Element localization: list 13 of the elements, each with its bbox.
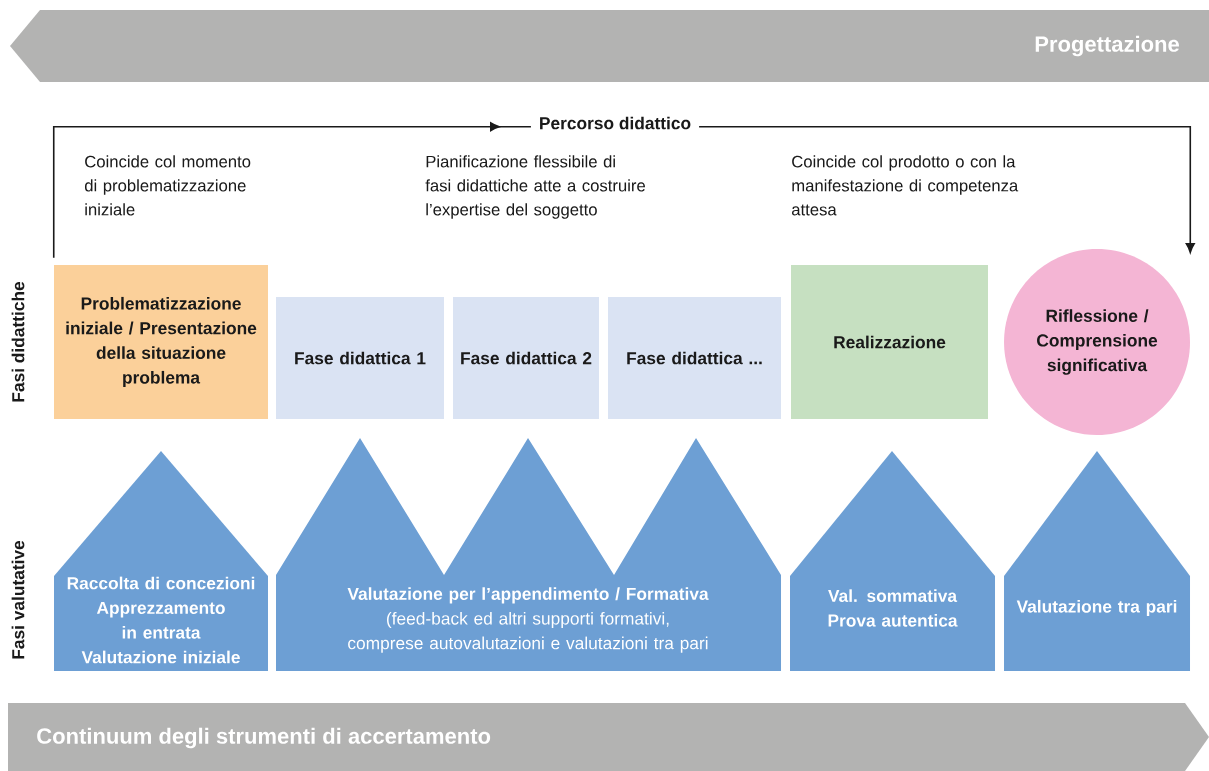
row-label: Fasi didattiche <box>11 281 25 402</box>
phase-box: Fase didattica 1 <box>276 297 444 419</box>
edge-label: Percorso didattico <box>530 112 700 134</box>
title-band: Progettazione <box>10 10 1209 82</box>
description-text: Coincide col momento di problematizzazione iniziale <box>84 155 251 216</box>
row-label: Fasi valutative <box>11 540 25 659</box>
description-text: Pianificazione flessibile di fasi didattiche atte a costruire l’expertise del soggetto <box>425 155 645 219</box>
phase-box: Fase didattica 2 <box>453 297 599 419</box>
bottom-band: Continuum degli strumenti di accertamento <box>8 703 1209 771</box>
phase-box: Realizzazione <box>791 265 988 419</box>
description-text: Coincide col prodotto o con la manifestazione di competenza attesa <box>792 155 1019 216</box>
phase-box: Fase didattica ... <box>608 297 781 419</box>
phase-box: Problematizzazione iniziale / Presentazione della situazione problema <box>54 265 268 419</box>
